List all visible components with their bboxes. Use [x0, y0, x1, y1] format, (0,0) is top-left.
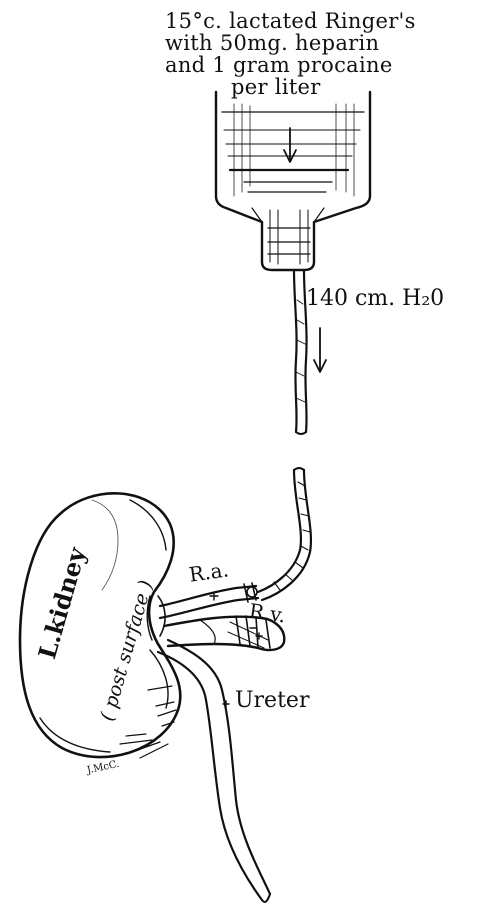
pressure-label: 140 cm. H₂0: [306, 288, 444, 310]
renal-vein-label: R.v.: [248, 601, 287, 626]
flow-arrow: [314, 328, 326, 372]
perfusion-solution-caption: 15°c. lactated Ringer's with 50mg. hepar…: [165, 10, 416, 98]
ureter-label: Ureter: [235, 690, 309, 712]
caption-line: with 50mg. heparin: [165, 32, 416, 54]
perfusion-tube-upper: [294, 270, 307, 434]
renal-artery: [160, 583, 258, 618]
caption-line: per liter: [165, 76, 416, 98]
perfusion-bottle: [216, 92, 370, 270]
perfusion-tube-lower: [258, 468, 311, 600]
renal-artery-label: R.a.: [188, 559, 230, 584]
ureter: [158, 640, 270, 902]
caption-line: 15°c. lactated Ringer's: [165, 10, 416, 32]
caption-line: and 1 gram procaine: [165, 54, 416, 76]
